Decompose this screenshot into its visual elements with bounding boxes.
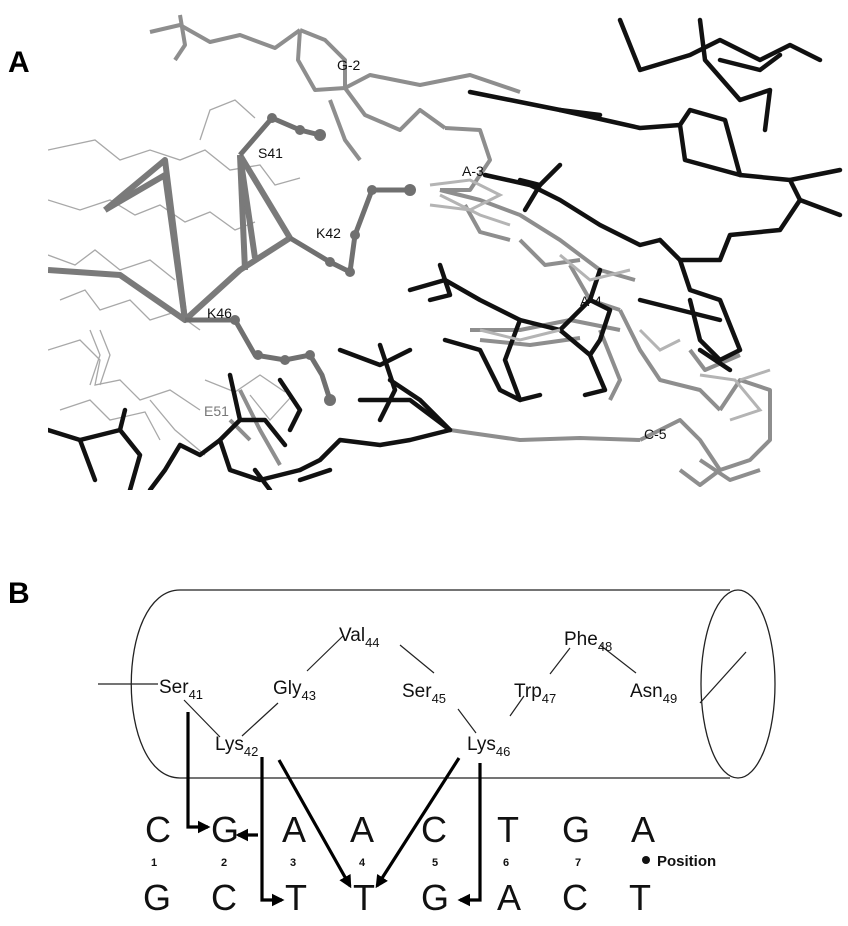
position-6: 6 (503, 857, 509, 869)
dna-top-strand: C G A A C T G A (145, 809, 655, 850)
sidechain-k46 (185, 315, 336, 406)
residue-val44: Val44 (339, 625, 380, 650)
label-e51: E51 (204, 403, 229, 419)
protein-ribbon (48, 153, 293, 323)
label-k42: K42 (316, 225, 341, 241)
helix-cylinder (98, 589, 776, 779)
top-base-8: A (631, 809, 655, 850)
label-g2: G-2 (337, 57, 361, 73)
residue-connectors (183, 635, 637, 738)
panel-b-schematic: Ser41 Gly43 Val44 Ser45 Trp47 Phe48 Asn4… (98, 589, 776, 918)
label-k46: K46 (207, 305, 232, 321)
position-numbers: 1 2 3 4 5 6 7 Position (151, 853, 716, 870)
position-1: 1 (151, 857, 157, 869)
arrow-ser41-g2 (186, 712, 211, 834)
panel-a-structure: G-2 S41 A-3 K42 A-4 K46 E51 C-5 (48, 14, 843, 490)
top-base-7: G (562, 809, 590, 850)
label-a4: A-4 (580, 293, 602, 309)
residue-asn49: Asn49 (630, 681, 677, 706)
label-s41: S41 (258, 145, 283, 161)
residue-phe48: Phe48 (564, 629, 612, 654)
residue-ser41: Ser41 (159, 677, 203, 702)
bottom-base-6: A (497, 877, 521, 918)
position-7: 7 (575, 857, 581, 869)
bottom-base-2: C (211, 877, 237, 918)
position-2: 2 (221, 857, 227, 869)
residue-lys46: Lys46 (467, 734, 510, 759)
panel-a-letter: A (8, 46, 30, 79)
position-5: 5 (432, 857, 438, 869)
top-base-3: A (282, 809, 306, 850)
sidechain-s41 (238, 113, 326, 157)
bottom-base-7: C (562, 877, 588, 918)
arrow-lys42-t3 (260, 757, 285, 907)
arrow-lys42-t4 (277, 759, 352, 889)
residue-trp47: Trp47 (514, 681, 556, 706)
arrow-lys46-t4 (375, 757, 461, 889)
label-a3: A-3 (462, 163, 484, 179)
residue-lys42: Lys42 (215, 734, 258, 759)
bottom-base-3: T (285, 877, 307, 918)
residue-gly43: Gly43 (273, 678, 316, 703)
top-base-4: A (350, 809, 374, 850)
panel-b-letter: B (8, 577, 30, 610)
dna-bases-light (429, 178, 771, 422)
position-4: 4 (359, 857, 366, 869)
dna-strand-mid (149, 14, 772, 487)
top-base-2: G (211, 809, 239, 850)
arrow-lys46-g5 (457, 763, 482, 907)
position-3: 3 (290, 857, 296, 869)
residue-ser45: Ser45 (402, 681, 446, 706)
bottom-base-8: T (629, 877, 651, 918)
bottom-base-1: G (143, 877, 171, 918)
bottom-base-5: G (421, 877, 449, 918)
top-base-6: T (497, 809, 519, 850)
label-c5: C-5 (644, 426, 667, 442)
dna-bottom-strand: G C T T G A C T (143, 877, 651, 918)
position-legend-dot (642, 856, 650, 864)
sidechain-k42 (288, 184, 416, 277)
dna-strand-dark (48, 17, 843, 490)
protein-thin-backbone (48, 99, 301, 456)
top-base-1: C (145, 809, 171, 850)
bottom-base-4: T (353, 877, 375, 918)
position-legend: Position (657, 853, 716, 870)
top-base-5: C (421, 809, 447, 850)
contact-arrows (186, 712, 482, 907)
